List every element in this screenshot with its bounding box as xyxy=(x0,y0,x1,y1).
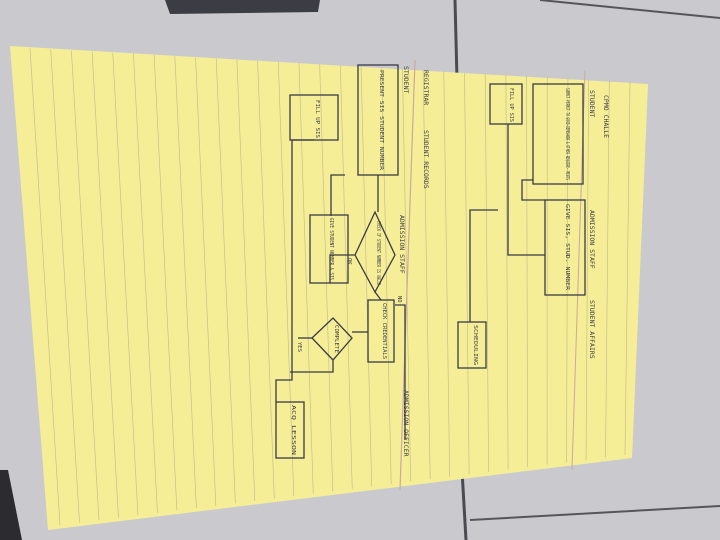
ruled-line xyxy=(50,49,80,523)
ruled-line xyxy=(526,76,528,468)
lane-admission-staff: ADMISSION STAFF xyxy=(588,210,596,269)
box-fill-up-2-label: FILL UP SIS xyxy=(314,100,320,138)
ruled-line xyxy=(339,65,353,489)
edge-label-no: NO xyxy=(396,296,402,303)
ruled-line xyxy=(277,62,295,497)
decision-complete xyxy=(311,317,353,361)
decision-check-number-label: CHECK IF STUDENT NUMBER IS VALID xyxy=(375,221,381,285)
box-fill-up-1-label: FILL UP SIS xyxy=(508,88,514,122)
ruled-line xyxy=(257,60,275,499)
ruled-lines xyxy=(29,47,631,526)
margin-line xyxy=(399,59,416,491)
edge-label-yes: YES xyxy=(296,342,302,352)
ruled-line xyxy=(605,80,610,458)
paper-sheet xyxy=(10,46,648,530)
ruled-line xyxy=(91,51,119,518)
ruled-line xyxy=(29,47,61,526)
box-label-layer: SUBMIT PERMIT TO GOOD-DEMEANOR & OTHER R… xyxy=(290,70,570,455)
box-end-label: ACQ LESSON xyxy=(290,405,296,455)
ruled-line xyxy=(133,53,158,513)
ruled-line xyxy=(71,50,100,521)
flowchart-lines xyxy=(275,64,586,459)
decision-check-number xyxy=(354,210,396,294)
ruled-line xyxy=(298,63,314,494)
ruled-line xyxy=(624,81,631,456)
flowchart-header: CPMO CHALLE xyxy=(602,95,610,138)
ruled-line xyxy=(402,69,412,482)
box-schedule xyxy=(457,321,487,369)
box-present-sis-label: PRESENT SIS STUDENT NUMBER xyxy=(378,70,384,171)
lane-admission-officer: ADMISSION OFFICER xyxy=(402,390,410,457)
tile-seam xyxy=(469,505,720,521)
lane-student: STUDENT xyxy=(588,90,596,117)
lane-student-records: STUDENT RECORDS xyxy=(422,130,430,189)
ruled-line xyxy=(153,55,178,511)
lane-admission-staff-2: ADMISSION STAFF xyxy=(398,215,406,274)
ruled-line xyxy=(566,78,569,463)
box-end xyxy=(275,401,305,459)
edge-label-ok: OK xyxy=(346,258,352,265)
tile-seam xyxy=(460,469,468,540)
ruled-line xyxy=(381,67,392,484)
box-schedule-label: SCHEDULING xyxy=(472,325,478,365)
handwriting-layer: CPMO CHALLE STUDENT ADMISSION STAFF STUD… xyxy=(398,66,610,457)
ruled-line xyxy=(215,58,236,504)
lane-registrar: REGISTRAR xyxy=(422,70,430,105)
ruled-line xyxy=(112,52,139,516)
ruled-line xyxy=(319,64,334,492)
lane-student-affairs: STUDENT AFFAIRS xyxy=(588,300,596,359)
ruled-line xyxy=(174,56,197,509)
dark-object xyxy=(0,470,22,540)
ruled-line xyxy=(443,71,451,477)
ruled-line xyxy=(585,79,589,460)
box-give-stud-num-label: GIVE STUDENT NUMBER & SIS xyxy=(328,218,334,280)
ruled-line xyxy=(236,59,256,501)
ruled-line xyxy=(422,70,431,480)
ruled-line xyxy=(505,74,509,470)
box-give-stud-num xyxy=(309,214,349,284)
box-submit-label: SUBMIT PERMIT TO GOOD-DEMEANOR & OTHER R… xyxy=(564,88,570,180)
box-submit xyxy=(532,83,584,185)
decision-complete-label: COMPLETE xyxy=(333,325,339,353)
ruled-line xyxy=(464,72,470,475)
ruled-line xyxy=(195,57,217,506)
box-fill-up-1 xyxy=(489,83,523,125)
ruled-line xyxy=(484,73,489,472)
box-check-credentials-label: CHECK CREDENTIALS xyxy=(381,303,387,359)
box-give-sis xyxy=(544,199,586,296)
tile-seam xyxy=(539,0,720,19)
dark-object xyxy=(165,0,320,14)
box-give-sis-label: GIVE SIS, STUD. NUMBER xyxy=(564,204,570,291)
lane-student-2: STUDENT xyxy=(402,66,410,93)
